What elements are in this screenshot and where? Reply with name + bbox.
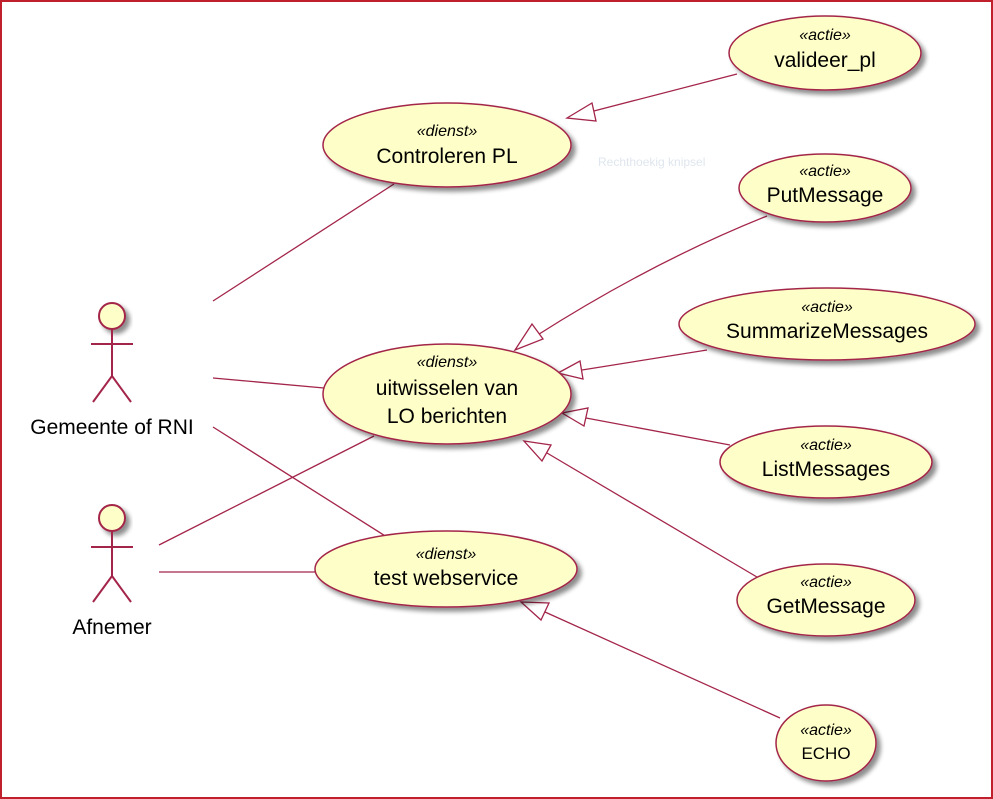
usecase-getmessage-ellipse — [736, 563, 916, 637]
actor-gemeente-label: Gemeente of RNI — [30, 416, 193, 439]
usecase-valideer-pl: «actie» valideer_pl — [728, 15, 922, 91]
usecase-uitwisselen-name-line1: uitwisselen van — [376, 377, 518, 400]
usecase-summarizemessages-name: SummarizeMessages — [726, 320, 928, 343]
association-gemeente-test — [212, 426, 391, 540]
usecase-echo-ellipse — [775, 704, 877, 782]
usecase-listmessages: «actie» ListMessages — [719, 425, 933, 499]
usecase-putmessage-name: PutMessage — [767, 184, 884, 207]
arrowhead-list — [560, 407, 589, 428]
usecase-echo-name: ECHO — [801, 744, 850, 763]
usecase-getmessage: «actie» GetMessage — [736, 563, 916, 637]
usecase-uitwisselen-stereotype: «dienst» — [417, 354, 478, 371]
generalization-valideer-line — [589, 73, 738, 113]
usecase-getmessage-name: GetMessage — [766, 595, 885, 618]
usecase-valideer-pl-stereotype: «actie» — [799, 27, 851, 44]
usecase-valideer-pl-ellipse — [728, 15, 922, 91]
usecase-getmessage-stereotype: «actie» — [800, 574, 852, 591]
generalization-summarize-line — [581, 349, 708, 371]
generalizations — [535, 73, 781, 719]
associations — [158, 183, 395, 573]
usecase-test-webservice-ellipse — [314, 530, 578, 608]
actor-gemeente — [91, 302, 133, 403]
arrowhead-echo — [519, 601, 551, 622]
usecase-putmessage: «actie» PutMessage — [738, 153, 912, 223]
arrowhead-controleren — [564, 101, 597, 122]
usecase-echo: «actie» ECHO — [775, 704, 877, 782]
arrowhead-putmessage — [513, 322, 545, 352]
usecase-putmessage-ellipse — [738, 153, 912, 223]
actor-afnemer-head — [98, 504, 126, 532]
generalization-get-line — [546, 452, 763, 581]
arrowheads — [513, 101, 597, 622]
usecase-test-webservice: «dienst» test webservice — [314, 530, 578, 608]
usecase-summarizemessages-stereotype: «actie» — [801, 299, 853, 316]
usecase-uitwisselen: «dienst» uitwisselen van LO berichten — [322, 343, 572, 445]
usecase-controleren-pl-ellipse — [322, 102, 572, 188]
actor-gemeente-right-leg — [111, 375, 132, 403]
actor-afnemer-left-leg — [92, 575, 113, 603]
generalization-list-line — [585, 417, 731, 446]
usecase-test-webservice-name: test webservice — [374, 567, 519, 590]
actor-afnemer-right-leg — [111, 575, 132, 603]
actor-afnemer-label: Afnemer — [72, 616, 151, 639]
actor-gemeente-head — [98, 302, 126, 330]
usecase-controleren-pl-name: Controleren PL — [376, 145, 517, 168]
arrowhead-get — [522, 440, 553, 463]
actor-afnemer — [91, 504, 133, 603]
usecase-controleren-pl-stereotype: «dienst» — [417, 123, 478, 140]
arrowhead-summarize — [556, 359, 584, 380]
usecase-valideer-pl-name: valideer_pl — [774, 49, 876, 72]
usecase-controleren-pl: «dienst» Controleren PL — [322, 102, 572, 188]
usecase-summarizemessages: «actie» SummarizeMessages — [678, 287, 976, 361]
usecase-putmessage-stereotype: «actie» — [799, 163, 851, 180]
watermark-text: Rechthoekig knipsel — [598, 155, 705, 169]
usecase-summarizemessages-ellipse — [678, 287, 976, 361]
usecase-listmessages-ellipse — [719, 425, 933, 499]
association-gemeente-uitwisselen — [212, 377, 325, 389]
association-gemeente-controleren — [212, 183, 395, 302]
generalization-echo-line — [544, 611, 781, 719]
usecase-listmessages-name: ListMessages — [762, 458, 890, 481]
association-afnemer-uitwisselen — [158, 435, 375, 546]
usecase-listmessages-stereotype: «actie» — [800, 437, 852, 454]
usecase-echo-stereotype: «actie» — [800, 722, 852, 739]
usecase-uitwisselen-name-line2: LO berichten — [387, 405, 507, 428]
usecase-test-webservice-stereotype: «dienst» — [416, 546, 477, 563]
usecase-uitwisselen-ellipse — [322, 343, 572, 445]
actor-gemeente-left-leg — [92, 375, 113, 403]
generalization-putmessage-line — [535, 215, 768, 337]
